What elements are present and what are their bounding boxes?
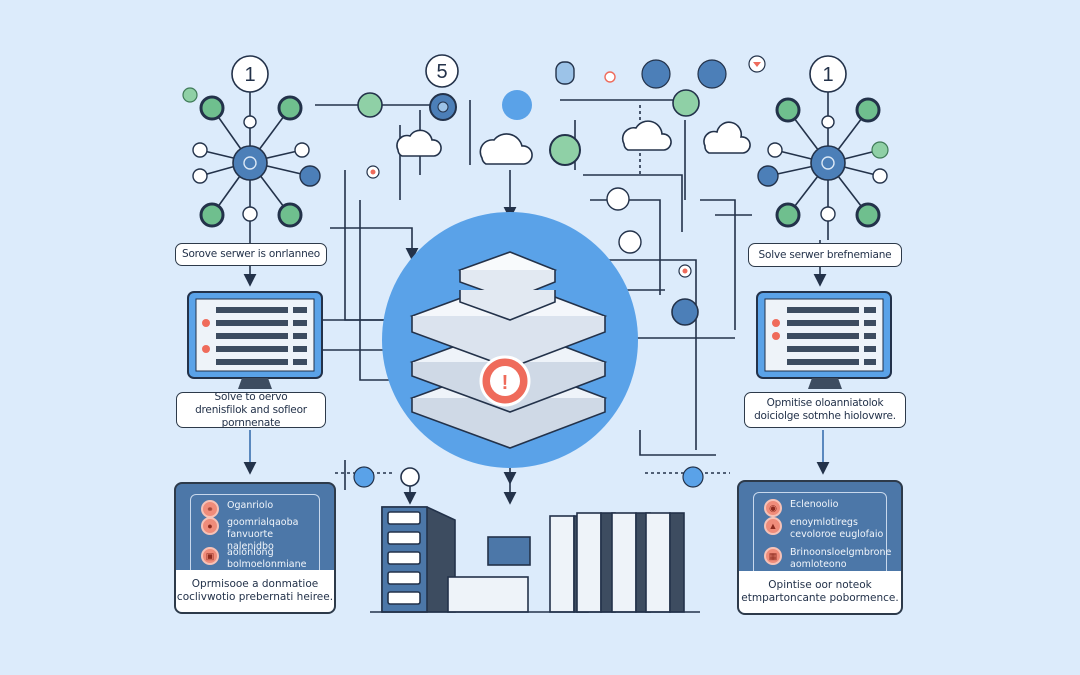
center-top-cluster: 5 xyxy=(357,54,727,326)
hub-badge-circle xyxy=(231,55,269,93)
list-item: ▦ Brinoonsloelgmbrone aomloteono xyxy=(764,547,891,571)
right-info-panel: ◉ Eclenoolio ▲ enoymlotiregs cevoloroe e… xyxy=(737,480,903,615)
recycle-node-icon xyxy=(549,134,581,166)
list-item: ▲ enoymlotiregs cevoloroe euglofaio xyxy=(764,517,886,541)
sync-node-icon xyxy=(502,90,532,120)
globe-icon xyxy=(299,165,321,187)
central-server-stack: ! xyxy=(382,212,638,468)
left-network-hub: 1 xyxy=(182,55,321,240)
list-item-text: Brinoonsloelgmbrone aomloteono xyxy=(790,547,892,570)
panel-footer: Oprmisooe a donmatioe coclivwotio preber… xyxy=(176,570,334,612)
list-item-text: goomrialqaoba fanvuorte nalenidbo xyxy=(227,517,299,552)
settings-node-icon xyxy=(400,467,420,487)
hub-core-icon xyxy=(232,145,268,181)
right-network-hub: 1 xyxy=(748,55,889,240)
list-item: ▣ aolonlong bolmoelonmiane xyxy=(201,547,319,571)
small-node-icon xyxy=(192,115,310,222)
right-monitor xyxy=(756,291,892,389)
database-icon xyxy=(555,61,575,85)
globe-green-icon xyxy=(672,89,700,117)
target-icon: ◉ xyxy=(764,499,782,517)
right-top-label: Solve serwer brefnemiane xyxy=(748,243,902,267)
gear-icon xyxy=(641,59,671,89)
list-item: ◉ Eclenoolio xyxy=(764,499,838,517)
crosshair-node-icon xyxy=(353,466,375,488)
download-node-icon xyxy=(671,298,699,326)
left-monitor xyxy=(187,291,323,389)
alert-dot-icon xyxy=(604,71,616,83)
gear-icon xyxy=(697,59,727,89)
hub-badge-number: 5 xyxy=(436,61,447,83)
list-item-text: enoymlotiregs cevoloroe euglofaio xyxy=(790,517,884,540)
left-mid-label: Solve to oervo drenisfilok and sofleor p… xyxy=(176,391,326,429)
bottom-server-hardware xyxy=(370,506,700,613)
panel-list: ◉ Eclenoolio ▲ enoymlotiregs cevoloroe e… xyxy=(753,492,891,580)
list-item-text: Oganriolo xyxy=(227,500,274,511)
link-icon: ⚭ xyxy=(201,500,219,518)
list-item: ⚭ Oganriolo xyxy=(201,500,273,518)
exclamation-icon: ! xyxy=(502,372,509,394)
gear-green-icon xyxy=(182,87,198,103)
hub-badge-number: 1 xyxy=(244,64,255,86)
left-top-label: Sorove serwer is onrlanneo xyxy=(175,243,327,266)
grid-icon: ▦ xyxy=(764,547,782,565)
gear-green-icon xyxy=(871,141,889,159)
globe-green-icon xyxy=(357,92,383,118)
lock-icon: ▲ xyxy=(764,517,782,535)
drop-icon: ● xyxy=(201,517,219,535)
list-item-text: aolonlong bolmoelonmiane xyxy=(227,547,307,570)
left-info-panel: ⚭ Oganriolo ● goomrialqaoba fanvuorte na… xyxy=(174,482,336,614)
panel-list: ⚭ Oganriolo ● goomrialqaoba fanvuorte na… xyxy=(190,494,320,582)
shuffle-node-icon xyxy=(606,187,630,211)
hub-badge-number: 1 xyxy=(822,64,833,86)
list-item-text: Eclenoolio xyxy=(790,499,839,510)
crosshair-node-icon xyxy=(682,466,704,488)
list-item: ● goomrialqaoba fanvuorte nalenidbo xyxy=(201,517,319,553)
hub-core-icon xyxy=(810,145,846,181)
right-mid-label: Opmitise oloanniatolok doiciolge sotmhe … xyxy=(744,392,906,428)
globe-icon xyxy=(757,165,779,187)
fan-node-icon xyxy=(618,230,642,254)
panel-footer: Opintise oor noteok etmpartoncante pobor… xyxy=(739,571,901,613)
green-node-icon xyxy=(199,95,303,228)
cloud-icon xyxy=(396,120,751,165)
gift-icon: ▣ xyxy=(201,547,219,565)
